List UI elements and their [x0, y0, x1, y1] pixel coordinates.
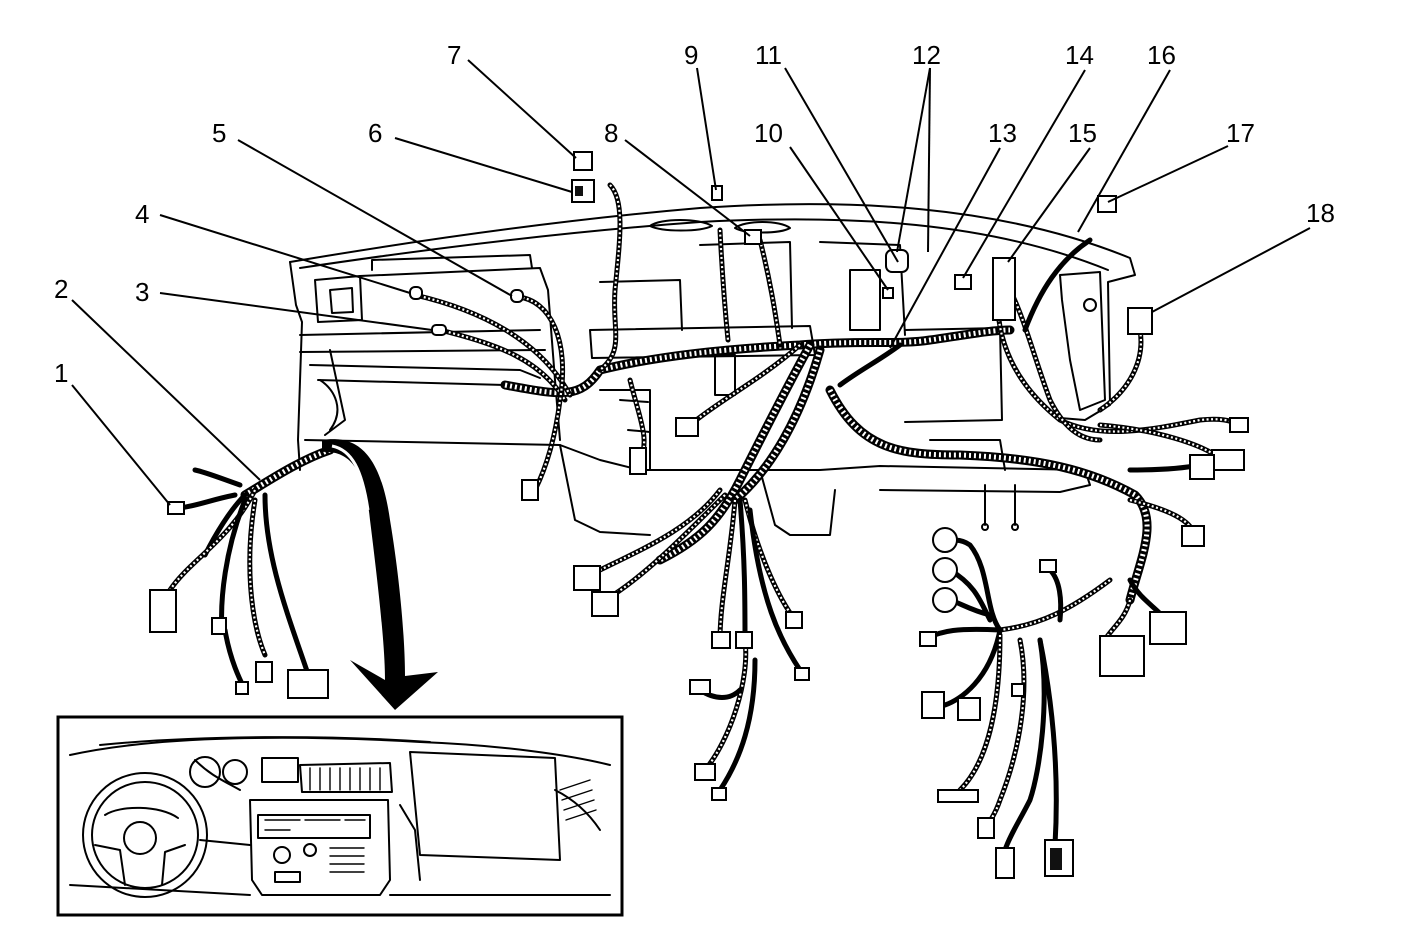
callout-16: 16 [1147, 40, 1176, 70]
callout-8: 8 [604, 118, 618, 148]
callout-18: 18 [1306, 198, 1335, 228]
callout-1: 1 [54, 358, 68, 388]
instrument-panel-carrier [289, 203, 1136, 536]
connectors [149, 151, 1249, 879]
callout-12: 12 [912, 40, 941, 70]
detail-arrow [322, 439, 438, 710]
callout-3: 3 [135, 277, 149, 307]
callout-14: 14 [1065, 40, 1094, 70]
callout-9: 9 [684, 40, 698, 70]
callout-15: 15 [1068, 118, 1097, 148]
callout-10: 10 [754, 118, 783, 148]
callout-6: 6 [368, 118, 382, 148]
callout-17: 17 [1226, 118, 1255, 148]
callout-5: 5 [212, 118, 226, 148]
main-wiring-harness [240, 325, 1152, 605]
branch-wires [167, 182, 1243, 853]
callout-7: 7 [447, 40, 461, 70]
callout-4: 4 [135, 199, 149, 229]
callout-13: 13 [988, 118, 1017, 148]
leader-lines [71, 59, 1311, 506]
callout-11: 11 [755, 40, 782, 70]
callout-labels: 1 2 3 4 5 6 7 8 9 10 11 12 13 14 15 16 1… [54, 40, 1335, 388]
inset-dashboard-view [56, 715, 624, 917]
callout-2: 2 [54, 274, 68, 304]
